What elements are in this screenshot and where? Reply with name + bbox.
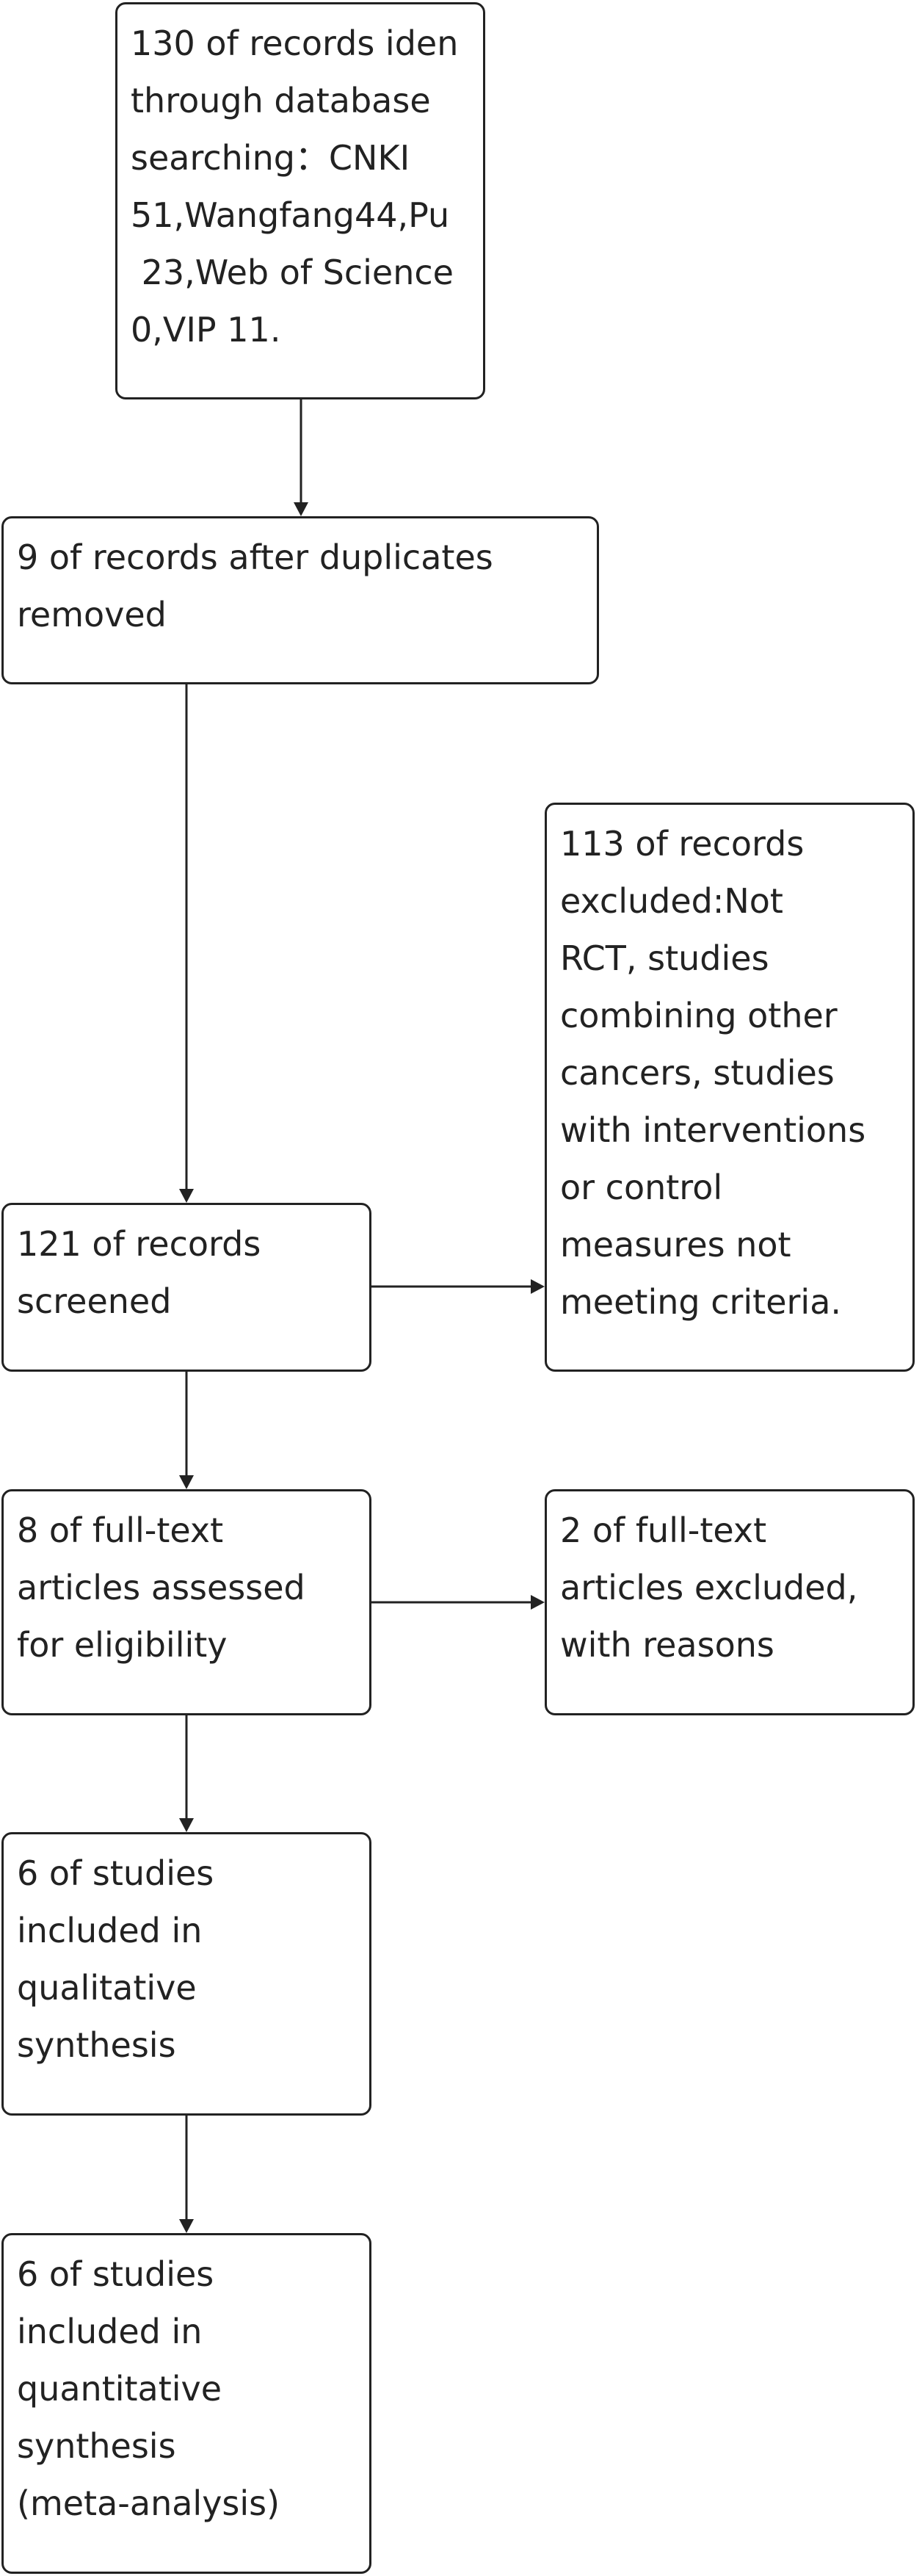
box-text-line: excluded:Not: [560, 881, 783, 921]
arrowhead-qualitative-to-quantitative: [179, 2219, 194, 2233]
box-text-line: RCT, studies: [560, 938, 769, 978]
box-text-line: 51,Wangfang44,Pu: [131, 195, 450, 235]
fulltext-excluded-box: 2 of full-text articles excluded, with r…: [545, 1489, 915, 1715]
box-text-line: removed: [17, 595, 167, 634]
box-text-line: screened: [17, 1281, 172, 1321]
box-text-line: 113 of records: [560, 824, 805, 864]
box-text-line: included in: [17, 2312, 203, 2351]
records-screened-box: 121 of records screened: [1, 1203, 371, 1372]
box-text-line: synthesis: [17, 2426, 176, 2466]
arrowhead-screened-to-fulltext: [179, 1475, 194, 1489]
box-text-line: or control: [560, 1168, 723, 1207]
box-text-line: measures not: [560, 1225, 791, 1265]
box-text-line: 23,Web of Science: [131, 253, 454, 292]
box-text-line: synthesis: [17, 2025, 176, 2065]
box-text-line: combining other: [560, 996, 838, 1035]
quantitative-synthesis-box: 6 of studies included in quantitative sy…: [1, 2233, 371, 2574]
box-text-line: 0,VIP 11.: [131, 310, 281, 350]
box-text-line: 9 of records after duplicates: [17, 538, 493, 577]
arrowhead-identified-to-dedup: [294, 502, 308, 516]
box-text-line: through database: [131, 81, 431, 120]
box-text-line: 6 of studies: [17, 2254, 214, 2294]
box-text-line: qualitative: [17, 1968, 197, 2008]
box-text-line: included in: [17, 1911, 203, 1950]
records-identified-box: 130 of records iden through database sea…: [115, 2, 485, 399]
box-text-line: 2 of full-text: [560, 1510, 767, 1550]
box-text-line: cancers, studies: [560, 1053, 835, 1093]
box-text-line: for eligibility: [17, 1625, 228, 1665]
fulltext-assessed-box: 8 of full-text articles assessed for eli…: [1, 1489, 371, 1715]
box-text-line: articles excluded,: [560, 1568, 858, 1607]
arrowhead-fulltext-to-qualitative: [179, 1818, 194, 1832]
box-text-line: searching：CNKI: [131, 138, 410, 178]
box-text-line: with interventions: [560, 1110, 866, 1150]
box-text-line: 121 of records: [17, 1224, 261, 1264]
box-text-line: articles assessed: [17, 1568, 305, 1607]
records-excluded-box: 113 of records excluded:Not RCT, studies…: [545, 803, 915, 1372]
arrowhead-screened-to-excluded: [531, 1279, 545, 1294]
box-text-line: quantitative: [17, 2369, 222, 2409]
box-text-line: 6 of studies: [17, 1853, 214, 1893]
box-text-line: (meta-analysis): [17, 2483, 280, 2523]
box-text-line: meeting criteria.: [560, 1282, 842, 1322]
box-text-line: 130 of records iden: [131, 23, 459, 63]
arrowhead-dedup-to-screened: [179, 1189, 194, 1203]
qualitative-synthesis-box: 6 of studies included in qualitative syn…: [1, 1832, 371, 2116]
duplicates-removed-box: 9 of records after duplicates removed: [1, 516, 599, 684]
arrowhead-fulltext-to-ft-excluded: [531, 1595, 545, 1610]
box-text-line: with reasons: [560, 1625, 774, 1665]
box-text-line: 8 of full-text: [17, 1510, 224, 1550]
